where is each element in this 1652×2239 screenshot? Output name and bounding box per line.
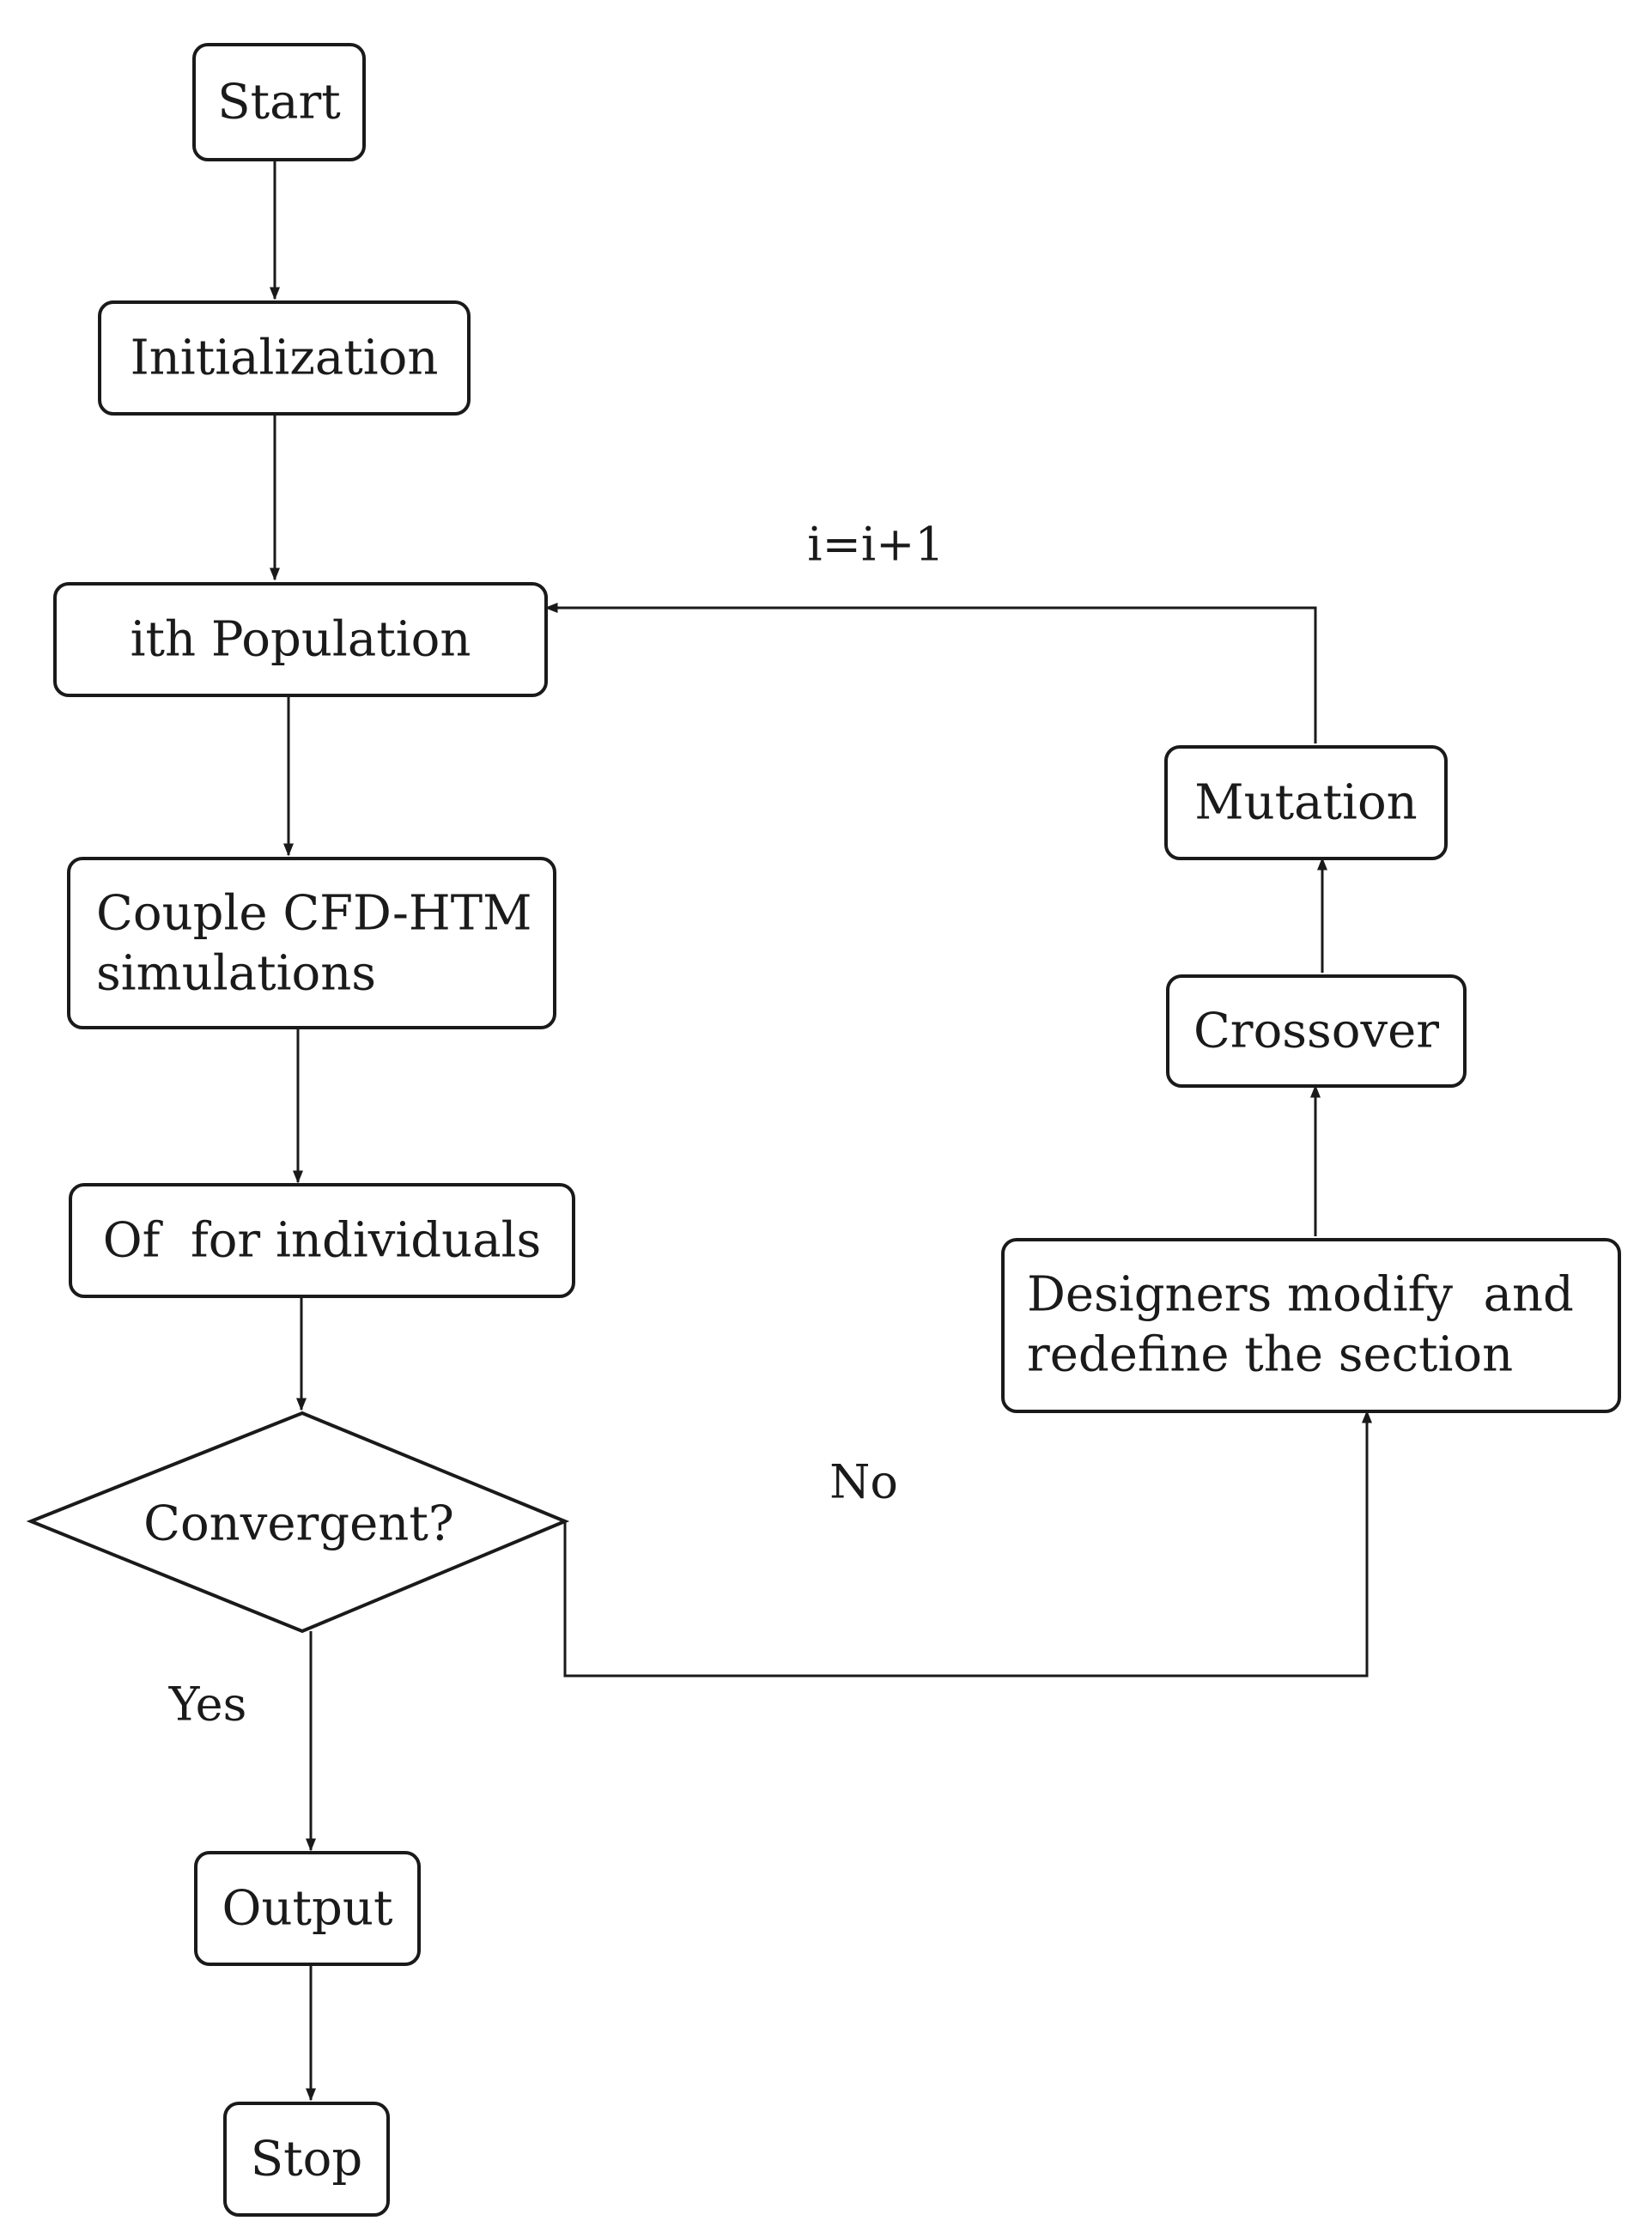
node-crossover-label: Crossover — [1193, 1004, 1439, 1059]
node-of-individuals: Of for individuals — [69, 1183, 575, 1298]
node-population-label: ith Population — [131, 612, 471, 668]
node-mutation: Mutation — [1164, 745, 1448, 860]
node-start: Start — [192, 43, 366, 161]
node-stop: Stop — [223, 2102, 390, 2217]
node-mutation-label: Mutation — [1194, 775, 1418, 831]
node-convergent-label: Convergent? — [143, 1496, 454, 1552]
node-designers-modify: Designers modify and redefine the sectio… — [1001, 1238, 1621, 1413]
node-designers-line1: Designers modify and — [1027, 1267, 1574, 1323]
arrow-mutation-to-population — [544, 603, 1317, 743]
node-couple-line1: Couple CFD-HTM — [96, 886, 531, 942]
node-convergent-decision: Convergent? — [26, 1411, 570, 1634]
node-output: Output — [194, 1851, 421, 1966]
node-initialization-label: Initialization — [131, 331, 439, 386]
connectors — [270, 160, 1372, 2102]
label-yes: Yes — [168, 1678, 247, 1732]
node-output-label: Output — [222, 1881, 393, 1937]
node-stop-label: Stop — [251, 2132, 362, 2187]
node-of-individuals-label: Of for individuals — [103, 1213, 541, 1269]
label-iteration: i=i+1 — [807, 518, 944, 572]
node-couple-line2: simulations — [96, 946, 376, 1002]
node-start-label: Start — [217, 75, 341, 130]
node-designers-line2: redefine the section — [1027, 1327, 1513, 1383]
node-population: ith Population — [53, 582, 548, 697]
label-no: No — [829, 1455, 898, 1509]
node-couple-simulations: Couple CFD-HTM simulations — [67, 857, 556, 1029]
arrow-convergent-no-to-designers — [563, 1410, 1372, 1678]
node-initialization: Initialization — [98, 300, 471, 416]
node-crossover: Crossover — [1166, 974, 1467, 1088]
